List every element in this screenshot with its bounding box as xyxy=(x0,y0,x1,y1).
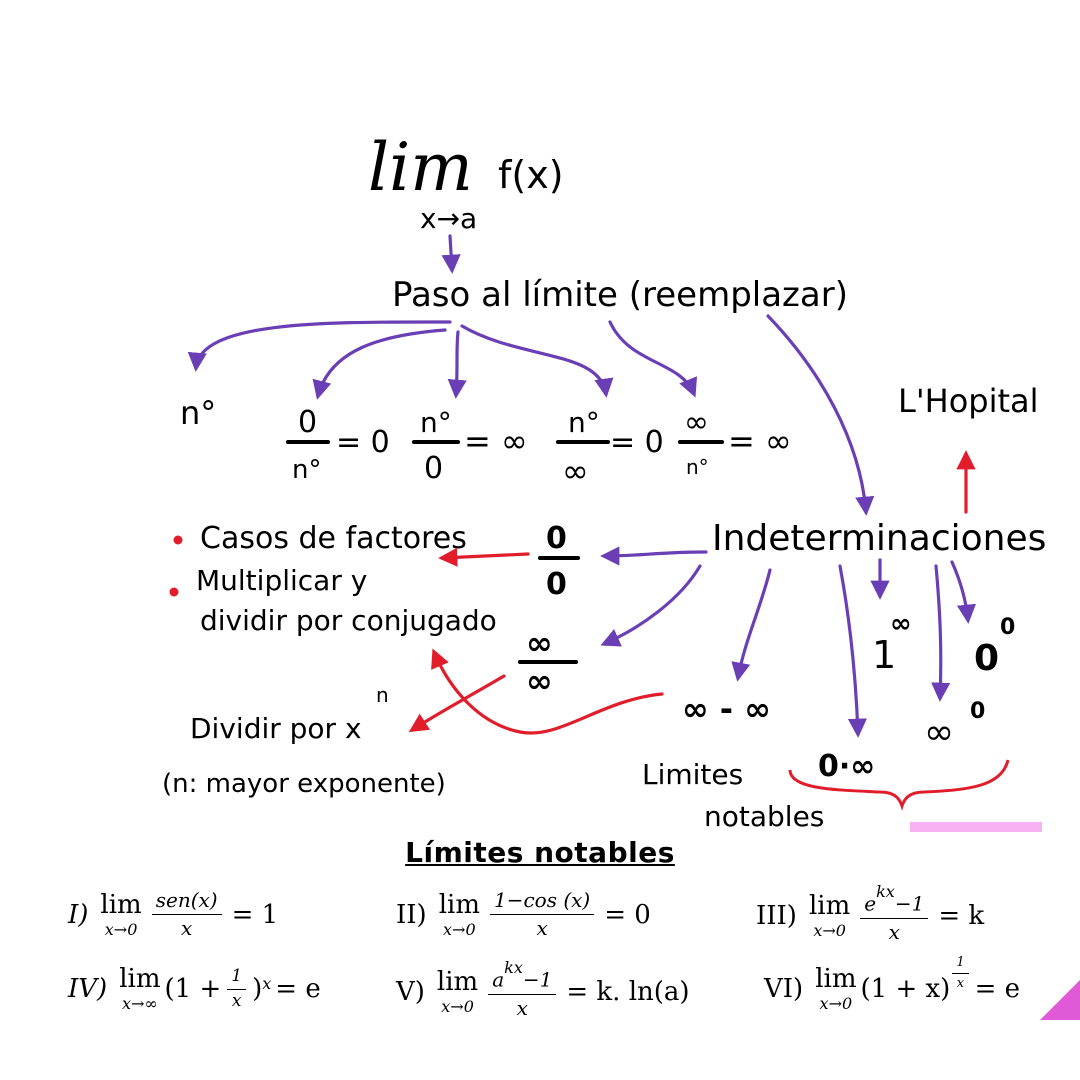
formula-4-exp: x xyxy=(262,973,272,993)
formula-5-result: = k. ln(a) xyxy=(566,977,690,1008)
formula-5-label: V) xyxy=(396,977,425,1008)
limites-notables-1: Limites xyxy=(642,758,743,791)
formula-4-pre: (1 + xyxy=(164,974,222,1004)
inf-zero-base: ∞ xyxy=(924,712,954,753)
method-conjugate: dividir por conjugado xyxy=(200,604,497,637)
one-inf-base: 1 xyxy=(872,633,896,677)
r2-den: 0 xyxy=(424,451,443,486)
inf-zero-exp: 0 xyxy=(970,699,985,724)
arrow-to-zero-zero xyxy=(950,560,977,624)
step-label: Paso al límite (reemplazar) xyxy=(392,275,848,315)
arrow-to-indeterminations xyxy=(766,314,875,516)
formula-6-result: = e xyxy=(974,974,1021,1004)
result-n0: n° xyxy=(180,394,216,432)
r1-eq: = 0 xyxy=(336,425,390,460)
one-inf-exp: ∞ xyxy=(890,609,912,639)
formula-1-label: I) xyxy=(68,899,89,930)
r3-num: n° xyxy=(568,406,600,439)
formula-6-label: VI) xyxy=(764,974,804,1004)
bullet-1 xyxy=(173,535,183,545)
method-factors: Casos de factores xyxy=(200,521,467,556)
zero-over-zero-den: 0 xyxy=(546,567,567,602)
r1-den: n° xyxy=(292,455,321,485)
zero-over-zero-num: 0 xyxy=(546,521,567,556)
arrow-to-n0 xyxy=(187,320,452,372)
arrow-to-r3 xyxy=(460,324,614,398)
arrow-to-inf-minus-inf xyxy=(731,568,772,682)
formula-3-label: III) xyxy=(756,901,797,932)
formula-1-result: = 1 xyxy=(231,899,279,930)
formula-5-fraction: akx−1 x xyxy=(488,959,557,1019)
arrow-to-methods xyxy=(438,547,530,567)
divide-xn-exp: n xyxy=(376,683,389,707)
lim-word: lim xyxy=(368,129,473,206)
red-brace xyxy=(788,759,1010,811)
r3-eq: = 0 xyxy=(610,425,664,460)
approach-label: x→a xyxy=(420,202,477,235)
method-multiply: Multiplicar y xyxy=(196,564,367,597)
lhopital-label: L'Hopital xyxy=(898,382,1039,420)
formula-2-result: = 0 xyxy=(604,899,651,930)
formula-4-result: = e xyxy=(275,974,321,1004)
zero-zero-base: 0 xyxy=(974,638,999,679)
arrow-to-zero-over-zero xyxy=(600,546,708,566)
formula-1-fraction: sen(x)x xyxy=(151,890,222,939)
limites-notables-2: notables xyxy=(704,800,824,833)
r2-num: n° xyxy=(420,406,452,439)
r3-den: ∞ xyxy=(562,452,589,490)
r4-den: n° xyxy=(686,455,709,479)
arrow-to-r2 xyxy=(447,330,467,399)
arrow-inf-minus-inf-to-conjugate xyxy=(431,648,664,735)
arrow-to-step xyxy=(441,234,461,274)
arrow-to-zero-times-inf xyxy=(838,564,868,738)
formula-3-fraction: ekx−1 x xyxy=(860,883,929,943)
r1-num: 0 xyxy=(298,405,317,440)
inf-over-inf-num: ∞ xyxy=(526,624,553,662)
arrow-to-divide xyxy=(408,674,506,733)
formula-4-label: IV) xyxy=(68,974,108,1004)
zero-times-inf: 0·∞ xyxy=(818,749,875,784)
formula-2-fraction: 1−cos (x)x xyxy=(489,890,595,939)
divide-note: (n: mayor exponente) xyxy=(162,769,446,799)
section-title: Límites notables xyxy=(405,836,675,869)
inf-over-inf-den: ∞ xyxy=(526,662,553,700)
function-fx: f(x) xyxy=(498,153,564,197)
bullet-2 xyxy=(169,587,179,597)
formula-3-result: = k xyxy=(938,901,985,932)
formula-2-label: II) xyxy=(396,899,427,930)
inf-minus-inf: ∞ - ∞ xyxy=(682,690,771,728)
r2-eq: = ∞ xyxy=(464,422,528,460)
arrow-to-r1 xyxy=(312,328,447,400)
r4-eq: = ∞ xyxy=(728,422,792,460)
arrow-to-inf-over-inf xyxy=(600,564,702,647)
r4-num: ∞ xyxy=(684,405,709,440)
pink-corner-triangle xyxy=(1040,980,1080,1020)
arrow-to-r4 xyxy=(608,320,698,398)
divide-xn: Dividir por x xyxy=(190,712,362,745)
arrow-to-inf-zero xyxy=(931,564,951,702)
zero-zero-exp: 0 xyxy=(1000,615,1015,640)
formula-6-pre: (1 + x) xyxy=(860,974,951,1004)
indeterminations-label: Indeterminaciones xyxy=(712,518,1046,559)
pink-highlight-bar xyxy=(910,822,1042,832)
formula-4-post: ) xyxy=(252,974,263,1004)
